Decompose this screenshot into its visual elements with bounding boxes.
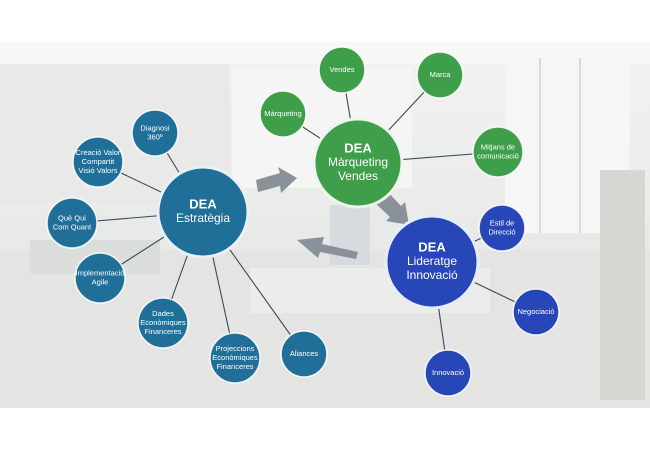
hub-title: DEA xyxy=(344,140,372,155)
node-label-line: Què Qui xyxy=(58,213,86,222)
satellite-m-rqueting: Màrqueting xyxy=(260,91,306,137)
node-label-line: Vendes xyxy=(329,65,354,74)
node-label-line: Visió Valors xyxy=(79,166,118,175)
hub-subtitle: Màrqueting xyxy=(328,155,388,169)
hub-subtitle: Estratègia xyxy=(176,211,230,225)
node-label-line: Implementació xyxy=(76,268,125,277)
node-label-line: Projeccions xyxy=(216,344,255,353)
hub-subtitle: Innovació xyxy=(406,268,458,282)
node-label-line: comunicació xyxy=(477,151,519,160)
hub-subtitle: Lideratge xyxy=(407,254,457,268)
hub-title: DEA xyxy=(189,196,217,211)
node-label-line: Mitjans de xyxy=(481,142,515,151)
satellite-aliances: Aliances xyxy=(281,331,327,377)
node-label-line: Marca xyxy=(430,70,452,79)
node-label-line: Agile xyxy=(92,277,109,286)
hub-subtitle: Vendes xyxy=(338,169,378,183)
node-label-line: Direcció xyxy=(488,227,515,236)
node-label-line: Econòmiques xyxy=(212,353,258,362)
satellite-vendes: Vendes xyxy=(319,47,365,93)
node-label-line: Compartit xyxy=(82,157,115,166)
node-label-line: Diagnosi xyxy=(140,123,170,132)
node-label-line: 360º xyxy=(147,132,163,141)
node-label-line: Negociació xyxy=(517,307,554,316)
node-label-line: Màrqueting xyxy=(264,109,302,118)
node-label-line: Dades xyxy=(152,309,174,318)
node-label-line: Com Quant xyxy=(53,222,92,231)
node-label-line: Financeres xyxy=(144,327,181,336)
satellite-innovaci: Innovació xyxy=(425,350,471,396)
node-label-line: Creació Valor xyxy=(76,148,121,157)
satellite-marca: Marca xyxy=(417,52,463,98)
node-label-line: Econòmiques xyxy=(140,318,186,327)
node-label-line: Financeres xyxy=(216,362,253,371)
node-label-line: Aliances xyxy=(290,349,319,358)
node-label-line: Innovació xyxy=(432,368,464,377)
satellite-negociaci: Negociació xyxy=(513,289,559,335)
hub-title: DEA xyxy=(418,239,446,254)
node-label-line: Estil de xyxy=(490,218,515,227)
